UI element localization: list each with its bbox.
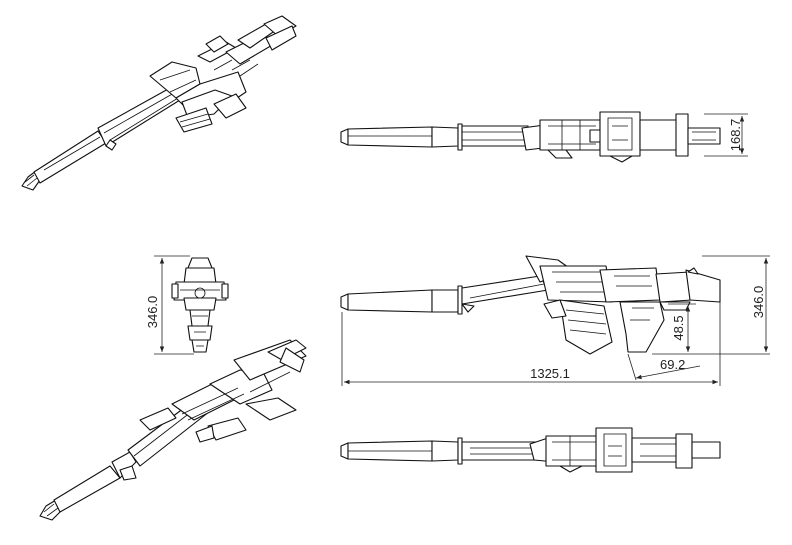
side-view-dimensions: 346.0 1325.1 48.5 69.2 <box>341 255 770 386</box>
front-view <box>171 257 229 353</box>
dimension-side-height: 346.0 <box>751 286 766 319</box>
side-view <box>340 255 721 355</box>
dimension-overall-length: 1325.1 <box>530 366 570 381</box>
dimension-grip-offset: 69.2 <box>660 357 685 372</box>
dimension-front-height: 346.0 <box>145 296 160 329</box>
bottom-view <box>340 427 721 473</box>
isometric-view-upper <box>21 15 297 191</box>
front-view-height-dimension: 346.0 <box>145 255 194 355</box>
isometric-view-lower <box>39 339 307 521</box>
dimension-top-height: 168.7 <box>728 119 743 152</box>
top-view <box>340 111 721 163</box>
dimension-grip-height: 48.5 <box>671 315 686 340</box>
top-view-height-dimension: 168.7 <box>704 113 748 157</box>
